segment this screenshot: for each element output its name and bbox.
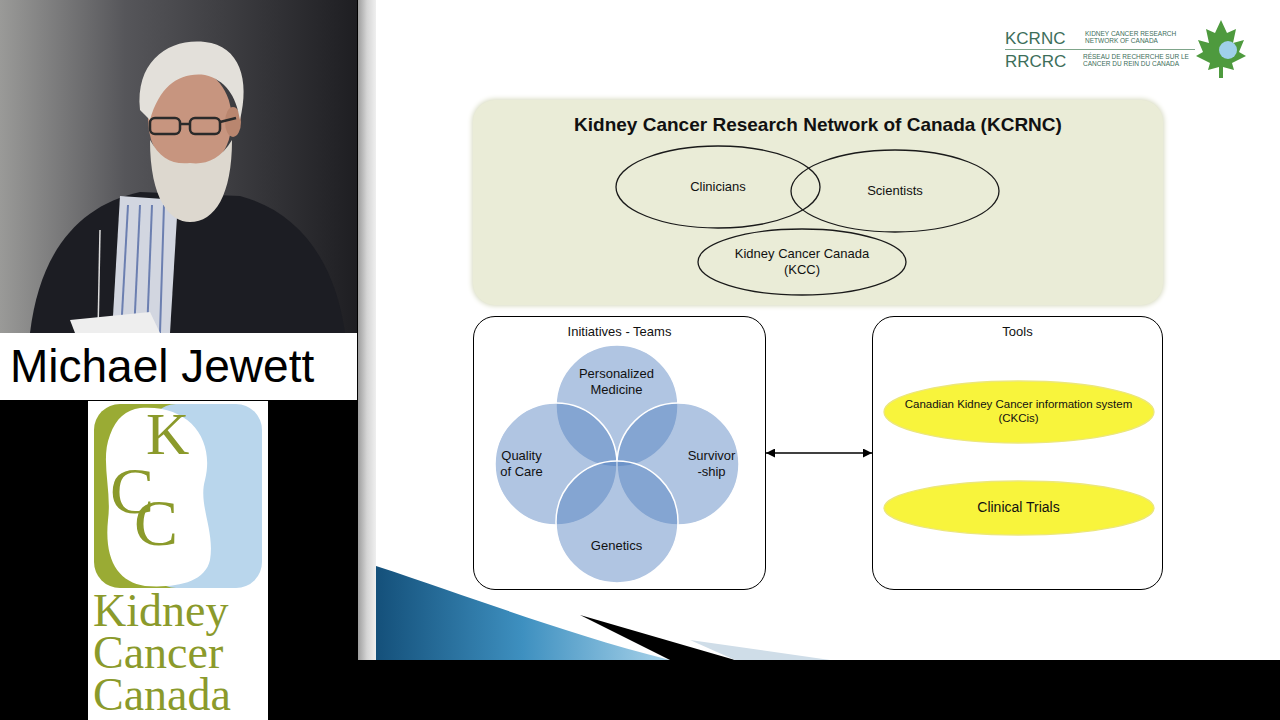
team-label: Survivor -ship — [684, 448, 739, 479]
network-acronym: RRCRC — [1005, 53, 1066, 70]
speaker-name: Michael Jewett — [10, 341, 314, 391]
logo-word: Cancer — [93, 632, 223, 674]
member-label: Clinicians — [690, 179, 746, 195]
network-panel: Kidney Cancer Research Network of Canada… — [473, 100, 1163, 305]
label-slot: C — [134, 490, 178, 556]
ellipse-shape — [698, 229, 906, 295]
team-label: Quality of Care — [497, 448, 547, 479]
label-slot: Cancer — [93, 632, 223, 674]
slide-strip — [358, 0, 376, 660]
circle-shape — [556, 461, 678, 583]
ellipse-shape — [616, 146, 820, 228]
label-slot: KIDNEY CANCER RESEARCH NETWORK OF CANADA — [1085, 30, 1193, 45]
logo-rule — [1005, 49, 1195, 50]
label-slot: KCRNC — [1005, 30, 1065, 47]
tool-ellipse: Clinical Trials — [883, 480, 1155, 536]
speaker-hair — [140, 42, 244, 120]
member-ellipse: Scientists — [790, 149, 1000, 233]
tool-label: Canadian Kidney Cancer information syste… — [894, 398, 1144, 426]
network-name: KIDNEY CANCER RESEARCH NETWORK OF CANADA — [1085, 30, 1193, 45]
panel-title: Kidney Cancer Research Network of Canada… — [574, 114, 1062, 137]
label-slot: Kidney — [93, 590, 228, 632]
tools-box: ToolsCanadian Kidney Cancer information … — [872, 316, 1163, 590]
team-label: Personalized Medicine — [574, 366, 659, 397]
speaker-beard — [150, 140, 232, 222]
tool-label: Clinical Trials — [977, 499, 1059, 516]
logo-letter: C — [134, 490, 178, 556]
member-ellipse: Kidney Cancer Canada (KCC) — [697, 228, 907, 296]
initiatives-box: Initiatives - TeamsPersonalized Medicine… — [473, 316, 766, 590]
maple-leaf — [1196, 20, 1246, 78]
swoosh-light — [690, 640, 830, 660]
logo-word: Kidney — [93, 590, 228, 632]
speaker-glasses — [150, 118, 236, 134]
double-arrow — [766, 452, 872, 454]
tool-ellipse: Canadian Kidney Cancer information syste… — [883, 380, 1155, 444]
member-ellipse: Clinicians — [615, 145, 821, 229]
team-label: Genetics — [591, 538, 642, 554]
network-acronym: KCRNC — [1005, 30, 1065, 47]
ellipse-shape — [884, 381, 1154, 443]
video-ground — [0, 0, 357, 333]
logo-letter: K — [146, 404, 189, 464]
slide-ground — [358, 0, 1280, 660]
label-slot: Michael Jewett — [10, 341, 314, 391]
team-circle: Genetics — [555, 460, 679, 584]
name-bar — [0, 333, 357, 400]
ellipse-shape — [791, 150, 999, 232]
box-title: Tools — [1002, 324, 1032, 340]
swoosh-wedge — [580, 615, 735, 660]
label-slot: RÉSEAU DE RECHERCHE SUR LE CANCER DU REI… — [1083, 53, 1195, 68]
logo-ground — [88, 401, 268, 720]
label-slot: Canada — [93, 674, 231, 716]
paper-sheet — [70, 312, 160, 333]
logo-word: Canada — [93, 674, 231, 716]
label-slot: K — [146, 404, 189, 464]
label-slot: RRCRC — [1005, 53, 1066, 70]
member-label: Kidney Cancer Canada (KCC) — [727, 246, 877, 277]
ellipse-shape — [884, 481, 1154, 535]
speaker-shirt — [112, 196, 178, 333]
member-label: Scientists — [867, 183, 923, 199]
network-name: RÉSEAU DE RECHERCHE SUR LE CANCER DU REI… — [1083, 53, 1195, 68]
circle-outline — [555, 460, 679, 584]
box-title: Initiatives - Teams — [568, 324, 672, 340]
